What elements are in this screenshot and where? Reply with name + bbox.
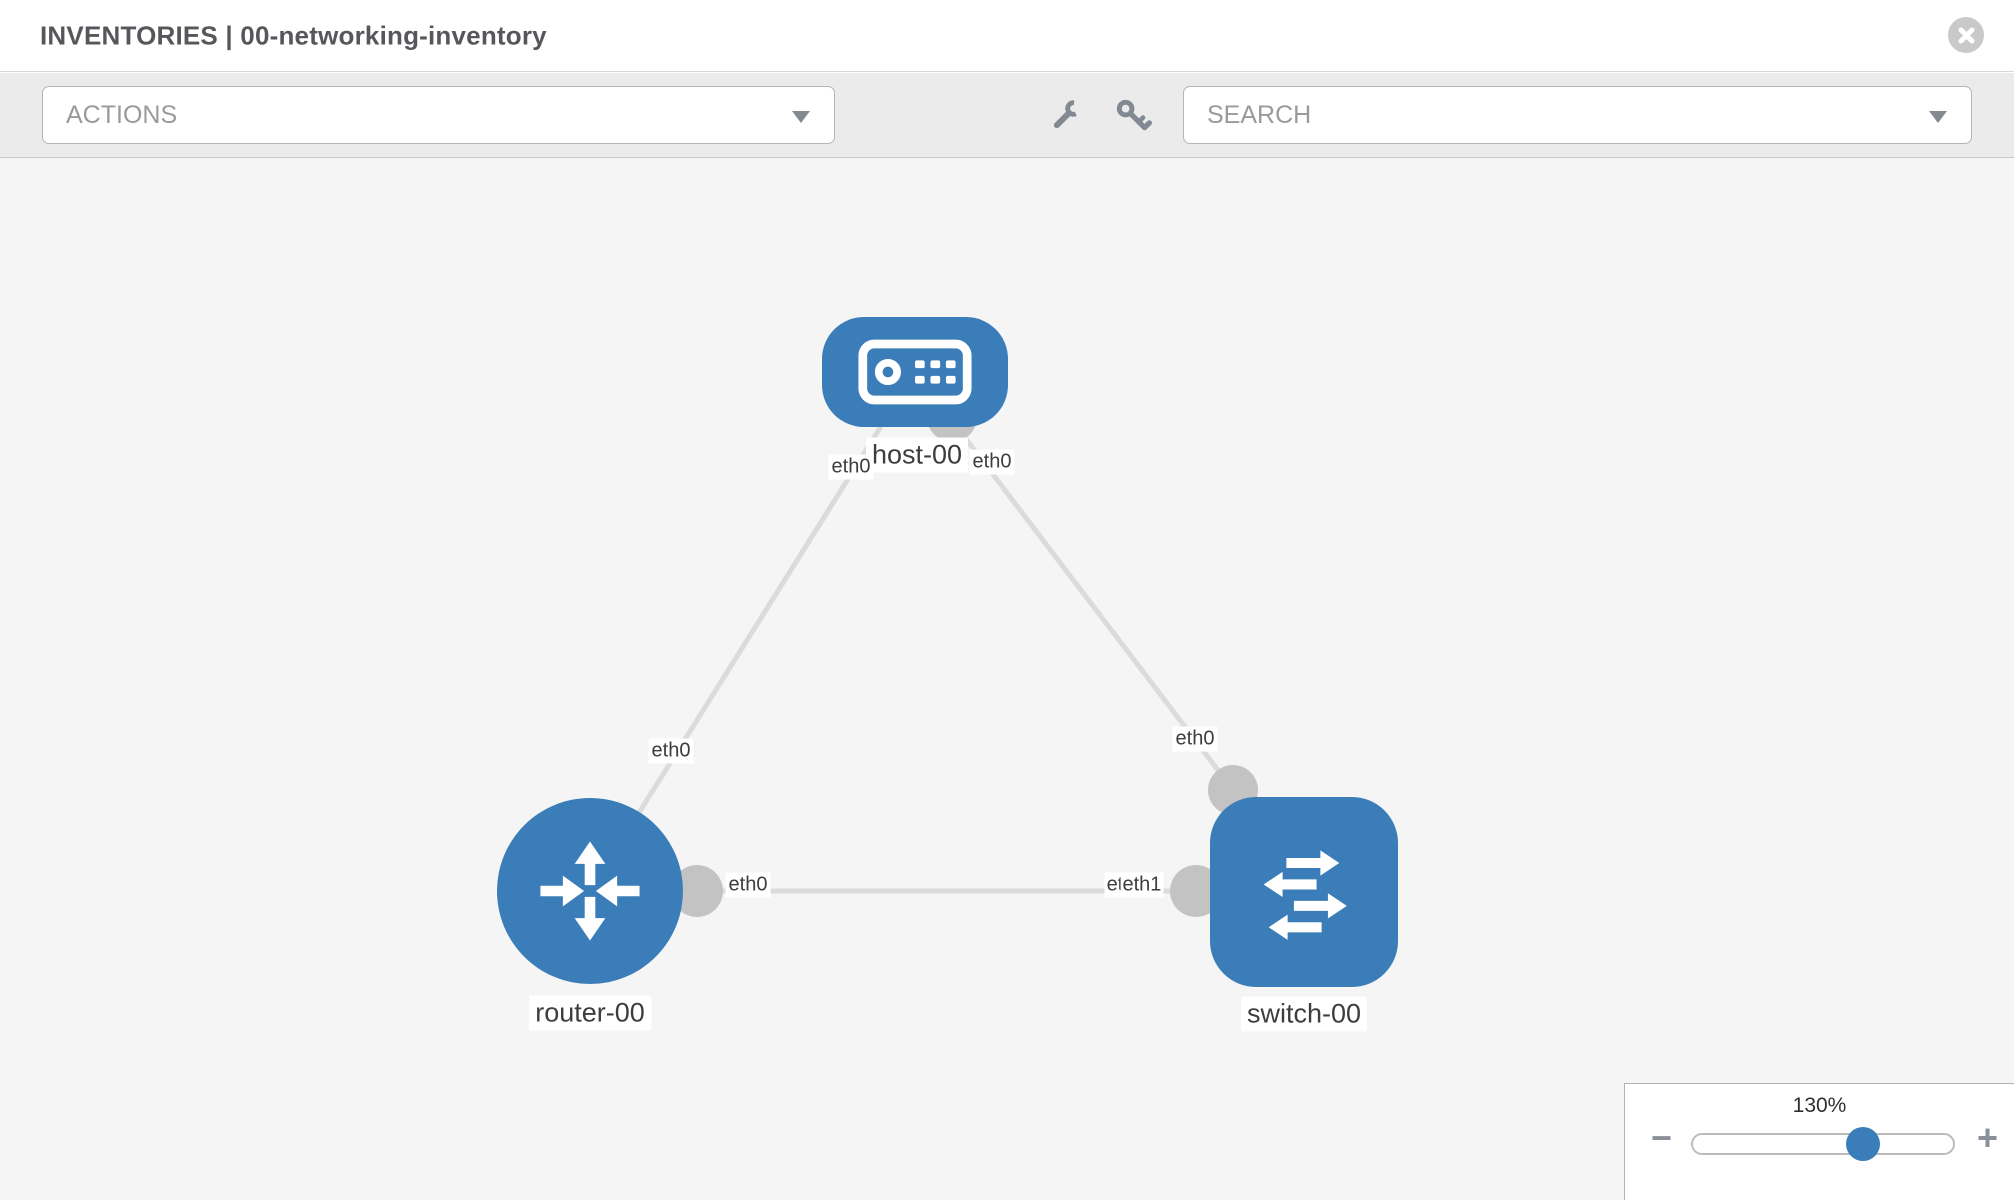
interface-connector	[671, 865, 723, 917]
switch-icon	[1263, 850, 1347, 940]
topology-edges	[587, 370, 1304, 917]
interface-label: eth1	[1120, 872, 1164, 898]
key-icon[interactable]	[1114, 97, 1152, 135]
page-title: INVENTORIES | 00-networking-inventory	[40, 20, 547, 50]
node-label-switch: switch-00	[1240, 996, 1368, 1032]
search-dropdown-label: SEARCH	[1207, 101, 1312, 129]
caret-down-icon	[792, 111, 810, 123]
topology-canvas[interactable]: host-00 router-00 switch-00 eth0 eth0 et…	[0, 158, 2014, 1200]
node-router-00[interactable]	[497, 798, 683, 984]
zoom-level: 130%	[1792, 1094, 1847, 1117]
node-switch-00[interactable]	[1210, 797, 1398, 987]
zoom-out-button[interactable]: −	[1651, 1117, 1673, 1158]
close-button[interactable]	[1948, 17, 1984, 53]
wrench-icon[interactable]	[1047, 97, 1085, 135]
actions-dropdown-label: ACTIONS	[66, 101, 178, 129]
node-host-00[interactable]	[822, 317, 1008, 427]
interface-label: eth0	[648, 738, 694, 764]
router-icon	[540, 841, 640, 941]
zoom-in-button[interactable]: +	[1976, 1117, 1998, 1158]
search-dropdown[interactable]: SEARCH	[1183, 86, 1972, 144]
interface-label: eth0	[969, 449, 1015, 475]
interface-label: eth0	[828, 454, 874, 480]
toolbar: ACTIONS SEARCH	[0, 73, 2014, 158]
interface-label: eth0	[725, 872, 771, 898]
interface-connector	[1170, 865, 1222, 917]
close-icon	[1958, 27, 1974, 43]
link-host-switch	[913, 370, 1264, 830]
host-icon	[858, 339, 972, 405]
node-label-host: host-00	[865, 437, 969, 473]
caret-down-icon	[1929, 111, 1947, 123]
zoom-panel: 130% − +	[1624, 1083, 2014, 1200]
zoom-slider-thumb[interactable]	[1846, 1127, 1880, 1161]
actions-dropdown[interactable]: ACTIONS	[42, 86, 835, 144]
node-label-router: router-00	[529, 995, 651, 1031]
interface-label-overlap: eth0 eth1	[1104, 872, 1164, 898]
zoom-slider-track[interactable]	[1691, 1133, 1955, 1155]
interface-label: eth0	[1172, 726, 1218, 752]
header: INVENTORIES | 00-networking-inventory	[0, 0, 2014, 72]
